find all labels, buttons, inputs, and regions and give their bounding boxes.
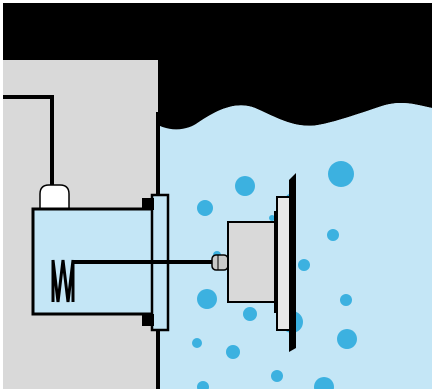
air-bubble-icon	[192, 338, 202, 348]
gasket-bottom	[142, 314, 154, 326]
air-bubble-icon	[314, 377, 334, 389]
housing-cap	[39, 184, 70, 210]
supply-pipe	[3, 95, 54, 210]
air-bubble-icon	[337, 329, 357, 349]
fixture-faceplate	[276, 196, 292, 331]
fixture-body	[227, 221, 276, 303]
air-bubble-icon	[197, 289, 217, 309]
air-bubble-icon	[327, 229, 339, 241]
gasket-top	[142, 198, 154, 210]
air-bubble-icon	[298, 259, 310, 271]
air-bubble-icon	[340, 294, 352, 306]
air-bubble-icon	[226, 345, 240, 359]
small-bulb-icon	[211, 254, 229, 271]
air-bubble-icon	[197, 200, 213, 216]
air-bubble-icon	[328, 161, 354, 187]
air-bubble-icon	[197, 381, 209, 389]
air-bubble-icon	[243, 307, 257, 321]
air-bubble-icon	[269, 215, 275, 221]
air-bubble-icon	[271, 370, 283, 382]
air-bubble-icon	[235, 176, 255, 196]
fixture-lens	[289, 173, 296, 352]
